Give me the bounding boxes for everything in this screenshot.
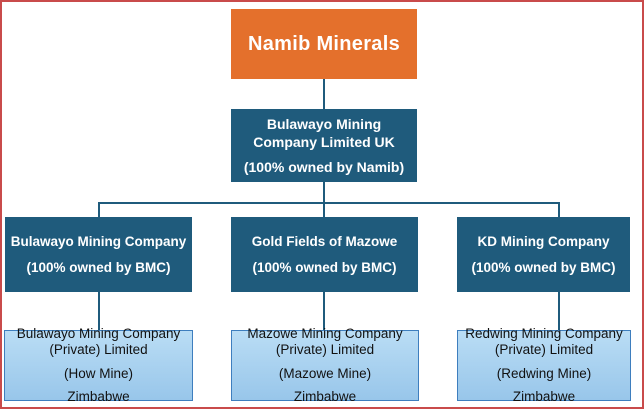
org-box-holding-bulawayo-mining-company: Bulawayo Mining Company (100% owned by B… bbox=[5, 217, 192, 292]
org-box-root-namib-minerals: Namib Minerals bbox=[231, 9, 417, 79]
org-box-holding-gold-fields-of-mazowe: Gold Fields of Mazowe (100% owned by BMC… bbox=[231, 217, 418, 292]
subsidiary-country-label: Zimbabwe bbox=[293, 388, 357, 404]
subsidiary-company-name: Mazowe Mining Company (Private) Limited bbox=[247, 325, 403, 358]
connector-holding-to-subsidiary-left bbox=[98, 292, 100, 330]
holding-ownership-note: (100% owned by BMC) bbox=[26, 260, 171, 275]
subsidiary-company-name: Bulawayo Mining Company (Private) Limite… bbox=[16, 325, 181, 358]
org-box-holding-kd-mining-company: KD Mining Company (100% owned by BMC) bbox=[457, 217, 630, 292]
holding-company-name: Gold Fields of Mazowe bbox=[251, 234, 398, 249]
holding-ownership-note: (100% owned by BMC) bbox=[471, 260, 616, 275]
org-box-subsidiary-mazowe-private-limited: Mazowe Mining Company (Private) Limited … bbox=[231, 326, 419, 404]
subsidiary-country-label: Zimbabwe bbox=[512, 388, 576, 404]
connector-holding-to-subsidiary-right bbox=[558, 292, 560, 330]
holding-company-name: Bulawayo Mining Company bbox=[10, 234, 187, 249]
subsidiary-mine-label: (Mazowe Mine) bbox=[278, 365, 372, 381]
org-box-parent-bmc-uk: Bulawayo Mining Company Limited UK (100%… bbox=[231, 109, 417, 182]
holding-ownership-note: (100% owned by BMC) bbox=[252, 260, 397, 275]
connector-drop-center bbox=[323, 202, 325, 217]
connector-drop-left bbox=[98, 202, 100, 217]
connector-root-to-parent bbox=[323, 79, 325, 109]
subsidiary-mine-label: (How Mine) bbox=[63, 365, 133, 381]
org-box-subsidiary-redwing-private-limited: Redwing Mining Company (Private) Limited… bbox=[457, 326, 631, 404]
subsidiary-mine-label: (Redwing Mine) bbox=[496, 365, 592, 381]
org-box-subsidiary-bulawayo-private-limited: Bulawayo Mining Company (Private) Limite… bbox=[4, 326, 193, 404]
parent-company-name: Bulawayo Mining Company Limited UK bbox=[253, 115, 395, 150]
connector-parent-to-crossbar bbox=[323, 182, 325, 202]
parent-ownership-note: (100% owned by Namib) bbox=[243, 159, 405, 176]
subsidiary-company-name: Redwing Mining Company (Private) Limited bbox=[465, 325, 623, 358]
connector-crossbar bbox=[98, 202, 560, 204]
root-company-name: Namib Minerals bbox=[247, 32, 401, 55]
holding-company-name: KD Mining Company bbox=[477, 234, 610, 249]
connector-holding-to-subsidiary-center bbox=[323, 292, 325, 330]
connector-drop-right bbox=[558, 202, 560, 217]
subsidiary-country-label: Zimbabwe bbox=[67, 388, 130, 404]
